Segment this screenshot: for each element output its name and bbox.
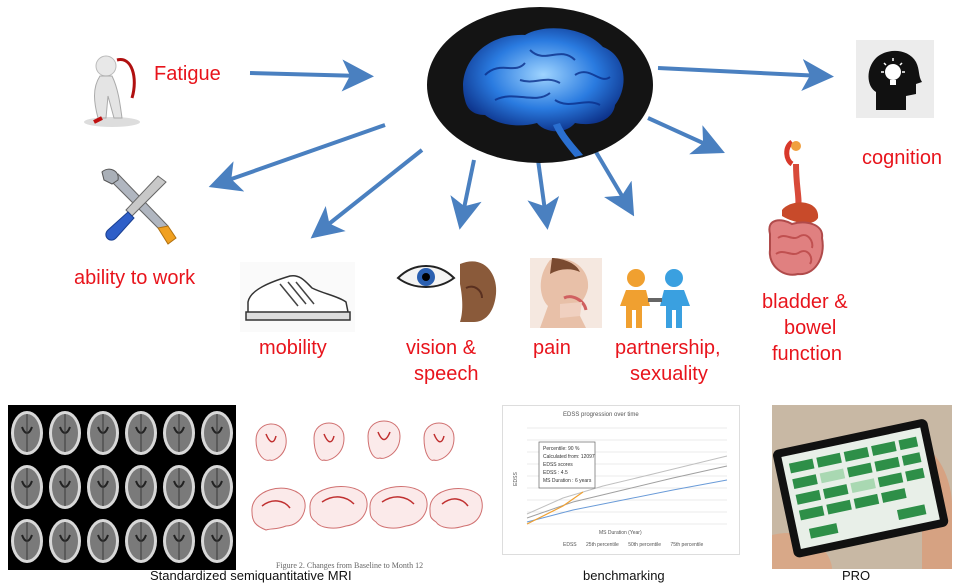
partnership-label-line2: sexuality (630, 363, 708, 385)
mobility-label: mobility (259, 337, 327, 359)
edss-chart: EDSS progression over time EDSS Percenti… (502, 405, 740, 555)
mri-slice (201, 411, 233, 455)
mri-caption: Standardized semiquantitative MRI (150, 568, 352, 583)
neck-pain-icon (530, 258, 602, 328)
chart-box-line5: MS Duration : 6 years (543, 478, 592, 484)
tablet-pro-photo (772, 405, 952, 569)
mri-slice (87, 411, 119, 455)
bladder-label-line1: bladder & (762, 291, 848, 313)
mri-slice (125, 519, 157, 563)
mri-slice (125, 465, 157, 509)
mri-slice (87, 465, 119, 509)
arrow-partner (594, 150, 635, 217)
brain-figure-caption: Figure 2. Changes from Baseline to Month… (276, 561, 424, 570)
chart-box-line4: EDSS : 4.5 (543, 470, 568, 476)
brain-sections-figure: Figure 2. Changes from Baseline to Month… (246, 410, 486, 575)
mri-slice (163, 465, 195, 509)
vision-label-line1: vision & (406, 337, 477, 359)
mri-slice (49, 465, 81, 509)
exhausted-figure-icon (84, 55, 140, 127)
eye-icon (394, 254, 500, 322)
fatigue-label: Fatigue (154, 63, 221, 85)
vision-label-line2: speech (414, 363, 479, 385)
legend-25th: 25th percentile (586, 542, 619, 548)
mri-scan-grid (8, 405, 236, 570)
legend-50th: 50th percentile (628, 542, 662, 548)
arrow-bladder (647, 116, 725, 155)
legend-edss: EDSS (563, 542, 577, 548)
bladder-label-line2: bowel (784, 317, 837, 339)
digestive-organs-icon (768, 140, 824, 276)
mri-slice (125, 411, 157, 455)
mri-slice (87, 519, 119, 563)
mri-slice (11, 465, 43, 509)
chart-box-line2: Calculated from: 12097 (543, 454, 595, 460)
work-label: ability to work (74, 267, 196, 289)
head-lightbulb-icon (856, 40, 934, 118)
two-people-icon (620, 269, 690, 328)
arrow-pain (527, 159, 560, 230)
mri-slice (49, 411, 81, 455)
mri-slice (201, 519, 233, 563)
mri-slice (201, 465, 233, 509)
partnership-label-line1: partnership, (615, 337, 721, 359)
tools-icon (101, 168, 177, 245)
shoe-icon (240, 262, 355, 332)
chart-title: EDSS progression over time (563, 412, 639, 418)
mri-slice (11, 519, 43, 563)
pro-caption: PRO (842, 568, 871, 583)
chart-legend: EDSS 25th percentile 50th percentile 75t… (563, 542, 703, 548)
mri-slice (11, 411, 43, 455)
chart-box-line3: EDSS scores (543, 462, 573, 468)
arrow-vision (450, 159, 482, 230)
arrow-mobility (310, 148, 424, 239)
mri-slice (163, 519, 195, 563)
chart-box-line1: Percentile: 90 % (543, 446, 580, 452)
arrow-work (208, 123, 386, 192)
mri-slice (163, 411, 195, 455)
bladder-label-line3: function (772, 343, 843, 365)
brain-icon (427, 7, 653, 163)
pain-label: pain (533, 337, 571, 359)
arrow-fatigue (249, 59, 374, 92)
chart-xlabel: MS Duration (Year) (599, 530, 642, 536)
mri-slice (49, 519, 81, 563)
benchmarking-caption: benchmarking (583, 568, 665, 583)
arrow-cognition (657, 59, 834, 92)
legend-75th: 75th percentile (670, 542, 704, 548)
cognition-label: cognition (862, 147, 943, 169)
